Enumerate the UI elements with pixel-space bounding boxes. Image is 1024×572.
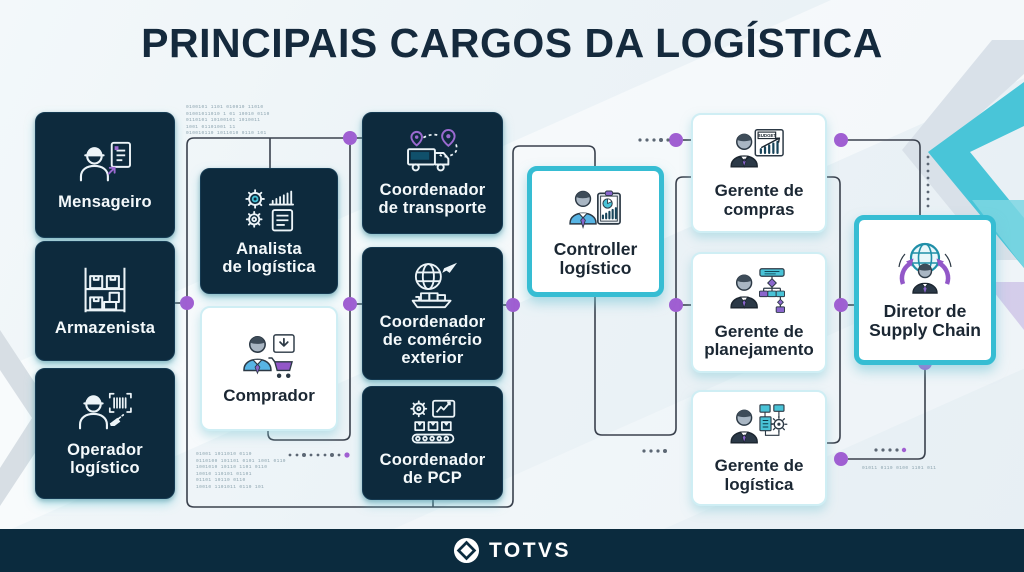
controller-clipboard-icon xyxy=(565,185,627,235)
node-coordenador-pcp: Coordenador de PCP xyxy=(362,386,503,500)
barcode-scanner-operator-icon xyxy=(74,389,136,437)
page-title: PRINCIPAIS CARGOS DA LOGÍSTICA xyxy=(141,20,883,66)
budget-label: BUDGET xyxy=(757,133,776,138)
brand-name: TOTVS xyxy=(488,538,572,562)
node-operador-logistico: Operador logístico xyxy=(35,368,175,499)
node-comprador: Comprador xyxy=(200,306,338,431)
node-label: Operador logístico xyxy=(67,441,143,477)
node-label: Coordenador de PCP xyxy=(379,450,486,487)
node-diretor-supply-chain: Diretor de Supply Chain xyxy=(854,215,996,365)
node-armazenista: Armazenista xyxy=(35,241,175,361)
node-label: Coordenador de transporte xyxy=(378,180,487,217)
node-label: Gerente de planejamento xyxy=(704,321,814,359)
node-label: Mensageiro xyxy=(58,192,152,211)
production-line-icon xyxy=(403,399,463,447)
node-coordenador-transporte: Coordenador de transporte xyxy=(362,112,503,234)
node-label: Gerente de logística xyxy=(714,456,804,494)
node-gerente-planejamento: Gerente de planejamento xyxy=(691,252,827,373)
node-label: Coordenador de comércio exterior xyxy=(379,313,486,367)
process-gear-icon xyxy=(728,402,790,452)
node-label: Diretor de Supply Chain xyxy=(869,300,981,340)
gears-analytics-icon xyxy=(239,186,299,236)
binary-code-decoration: 01011 0110 0100 1101 011 xyxy=(862,466,937,471)
binary-code-decoration: 01001 1011010 0110 0110100 101101 0101 1… xyxy=(196,452,286,490)
node-analista-logistica: Analista de logística xyxy=(200,168,338,294)
node-coordenador-comercio-exterior: Coordenador de comércio exterior xyxy=(362,247,503,380)
node-gerente-compras: BUDGET Gerente de compras xyxy=(691,113,827,233)
org-flowchart-icon xyxy=(728,266,790,318)
node-controller-logistico: Controller logístico xyxy=(527,166,664,297)
budget-chart-icon: BUDGET xyxy=(728,127,790,177)
node-label: Analista de logística xyxy=(222,239,316,276)
footer-bar: TOTVS xyxy=(0,529,1024,572)
binary-code-decoration: 0100101 1101 010010 11010 01001011010 1 … xyxy=(186,105,270,137)
courier-icon xyxy=(74,139,136,189)
supply-chain-globe-icon xyxy=(891,241,959,297)
node-label: Controller logístico xyxy=(553,239,638,278)
node-gerente-logistica: Gerente de logística xyxy=(691,390,827,506)
warehouse-shelf-icon xyxy=(75,265,135,315)
node-mensageiro: Mensageiro xyxy=(35,112,175,238)
node-label: Gerente de compras xyxy=(714,181,804,219)
node-label: Comprador xyxy=(223,385,315,405)
buyer-cart-icon xyxy=(238,332,300,382)
global-trade-ship-icon xyxy=(402,259,464,309)
node-label: Armazenista xyxy=(54,318,156,337)
totvs-logo-icon xyxy=(453,537,480,564)
truck-route-icon xyxy=(402,128,464,177)
